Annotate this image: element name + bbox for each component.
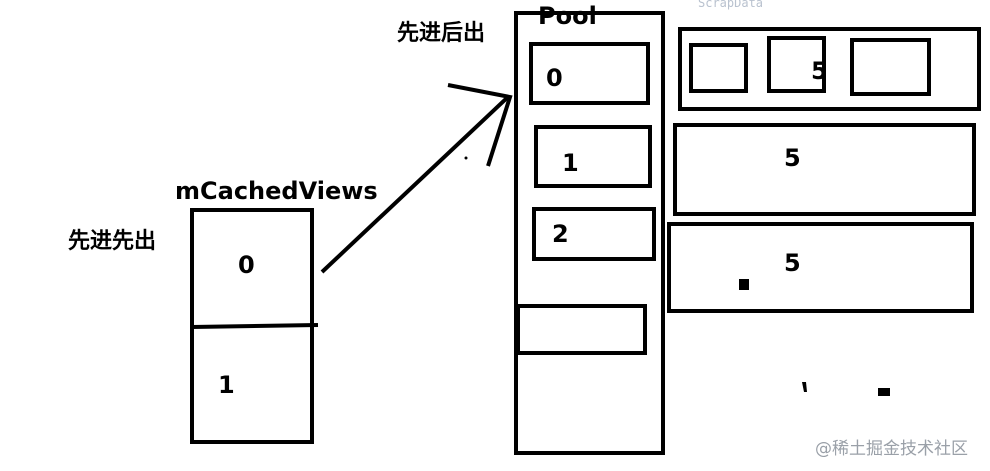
scrap-row-3-label: 5 bbox=[784, 249, 801, 277]
scrap-cell-c bbox=[850, 38, 931, 96]
cache-order-label: 先进先出 bbox=[68, 229, 157, 254]
scrap-row-3-box bbox=[667, 222, 974, 313]
stray-mark bbox=[802, 382, 807, 392]
pool-slot-3-box bbox=[516, 304, 647, 355]
pool-container bbox=[514, 11, 665, 455]
pool-slot-1-label: 1 bbox=[562, 149, 579, 177]
pool-title: Pool bbox=[538, 2, 597, 30]
pool-slot-2-box bbox=[532, 207, 656, 261]
stray-dot bbox=[464, 156, 468, 160]
scrap-row-2-box bbox=[673, 123, 976, 216]
pool-order-label: 先进后出 bbox=[397, 21, 486, 46]
scrap-title: ScrapData bbox=[698, 0, 764, 10]
cache-divider bbox=[191, 323, 319, 329]
pool-slot-1-box bbox=[534, 125, 652, 188]
scrap-row-2-label: 5 bbox=[784, 144, 801, 172]
pool-slot-0-box bbox=[529, 42, 650, 105]
scrap-row-1-label: 5 bbox=[811, 57, 828, 85]
cache-slot-0-label: 0 bbox=[238, 251, 255, 279]
scrap-cell-a bbox=[689, 43, 748, 93]
pool-slot-0-label: 0 bbox=[546, 64, 563, 92]
watermark: @稀土掘金技术社区 bbox=[815, 439, 968, 459]
cache-slot-1-label: 1 bbox=[218, 371, 235, 399]
arrow-shaft bbox=[320, 95, 510, 274]
arrow-head bbox=[447, 83, 513, 167]
pool-slot-2-label: 2 bbox=[552, 220, 569, 248]
scrap-row-1-box bbox=[678, 27, 981, 111]
marker-square bbox=[878, 388, 890, 396]
marker-square bbox=[739, 279, 749, 290]
cache-title: mCachedViews bbox=[175, 177, 378, 205]
scrap-cell-b bbox=[767, 36, 826, 93]
